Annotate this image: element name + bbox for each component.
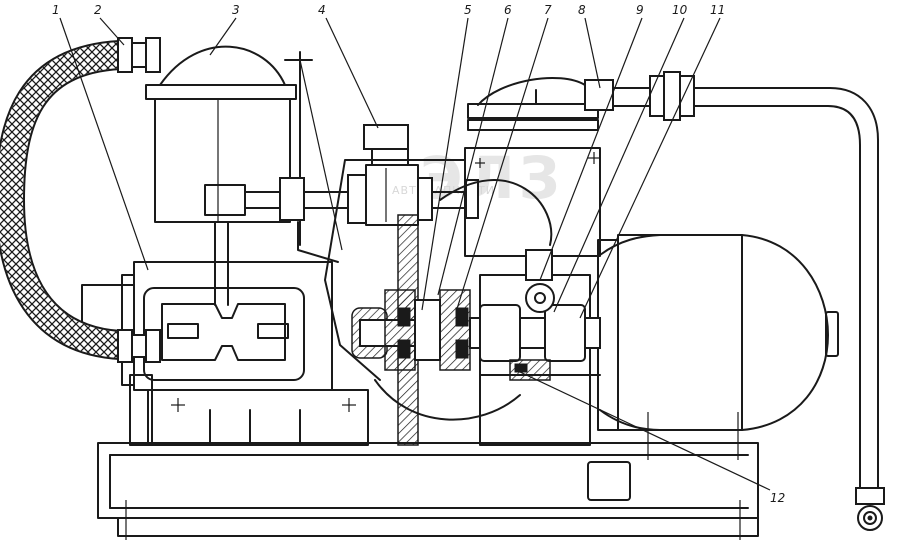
oil-tank xyxy=(145,45,343,263)
watermark-logo: ЭЛЗ xyxy=(420,144,564,212)
label-12: 12 xyxy=(770,491,785,505)
label-6: 6 xyxy=(504,3,512,17)
discharge-pipe xyxy=(467,71,885,531)
electric-motor xyxy=(597,234,839,431)
suction-pipe xyxy=(204,174,479,306)
label-4: 4 xyxy=(318,3,326,17)
coupling-housing xyxy=(324,159,553,446)
valve-body xyxy=(363,124,419,226)
base-frame xyxy=(97,412,759,540)
callout-labels: 1 2 3 4 5 6 7 8 9 10 11 12 xyxy=(52,3,785,505)
label-7: 7 xyxy=(544,3,552,17)
label-2: 2 xyxy=(94,3,102,17)
watermark-caption: АВТОЗАПЧАСТИ xyxy=(392,184,495,197)
leader-lines xyxy=(59,17,771,491)
shaft-coupling xyxy=(469,249,601,381)
label-8: 8 xyxy=(578,3,586,17)
label-9: 9 xyxy=(636,3,644,17)
label-3: 3 xyxy=(232,3,240,17)
label-5: 5 xyxy=(464,3,472,17)
label-11: 11 xyxy=(710,3,725,17)
braided-hose xyxy=(0,37,161,363)
label-10: 10 xyxy=(672,3,688,17)
label-1: 1 xyxy=(52,3,60,17)
